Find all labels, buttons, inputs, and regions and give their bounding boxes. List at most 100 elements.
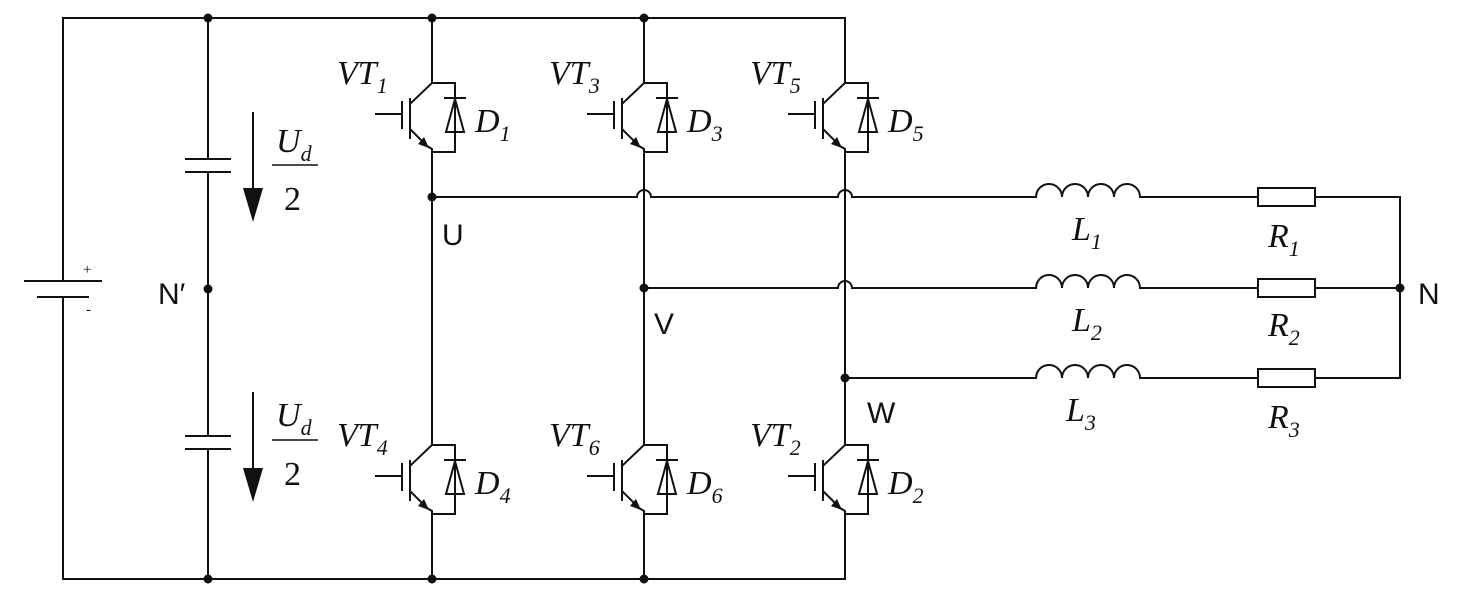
capacitor-voltage-label-lower: Ud 2 xyxy=(272,397,318,493)
diode-label: D xyxy=(474,103,500,140)
dc-bus-wiring xyxy=(62,17,846,580)
junction-dots xyxy=(203,13,1405,584)
voltage-u: U xyxy=(276,123,303,160)
inductor-name: L xyxy=(1071,211,1091,248)
junction-dot xyxy=(639,283,649,293)
phase-w-output-line: W xyxy=(844,377,1037,430)
switch-subscript: 3 xyxy=(588,73,600,98)
svg-text:L2: L2 xyxy=(1071,302,1102,345)
resistor-subscript: 3 xyxy=(1288,417,1300,442)
node-label-v: V xyxy=(654,308,674,341)
svg-text:D6: D6 xyxy=(686,465,723,508)
node-label-n: N xyxy=(1418,278,1440,311)
switch-label: VT xyxy=(750,55,792,92)
voltage-arrow-upper xyxy=(243,112,263,222)
svg-text:VT5: VT5 xyxy=(750,55,801,98)
switch-label: VT xyxy=(750,417,792,454)
voltage-arrow-lower xyxy=(243,392,263,502)
voltage-u: U xyxy=(276,397,303,434)
junction-dot xyxy=(203,574,213,584)
svg-text:D3: D3 xyxy=(686,103,723,146)
phase-v-output-line: V xyxy=(643,280,1037,341)
svg-text:R3: R3 xyxy=(1267,399,1300,442)
diode-label: D xyxy=(887,465,913,502)
node-label-u: U xyxy=(442,219,464,252)
switch-subscript: 6 xyxy=(589,435,600,460)
resistor-name: R xyxy=(1267,218,1289,255)
svg-text:L1: L1 xyxy=(1071,211,1102,254)
svg-text:D5: D5 xyxy=(887,103,924,146)
svg-text:VT1: VT1 xyxy=(337,55,388,98)
svg-text:Ud: Ud xyxy=(276,397,313,440)
inductor-subscript: 1 xyxy=(1091,229,1102,254)
diode-label: D xyxy=(887,103,913,140)
phase-u-output-line: U xyxy=(431,189,1037,252)
inductor-l3: L3 xyxy=(1034,364,1259,435)
diode-subscript: 2 xyxy=(913,483,924,508)
switch-subscript: 4 xyxy=(377,435,388,460)
resistor-subscript: 2 xyxy=(1289,325,1300,350)
junction-dot xyxy=(840,373,850,383)
junction-dot xyxy=(639,574,649,584)
resistor-name: R xyxy=(1267,399,1289,436)
resistor-r2: R2 xyxy=(1257,278,1401,350)
svg-text:Ud: Ud xyxy=(276,123,313,166)
svg-text:D2: D2 xyxy=(887,465,924,508)
switch-subscript: 1 xyxy=(377,73,388,98)
svg-text:R2: R2 xyxy=(1267,307,1300,350)
voltage-denominator: 2 xyxy=(284,181,301,218)
svg-text:D4: D4 xyxy=(474,465,511,508)
battery-minus-sign: - xyxy=(86,302,91,318)
voltage-u-subscript: d xyxy=(301,415,313,440)
battery-plus-sign: + xyxy=(83,262,91,278)
voltage-denominator: 2 xyxy=(284,456,301,493)
capacitor-voltage-label-upper: Ud 2 xyxy=(272,123,318,218)
resistor-r1: R1 xyxy=(1257,187,1401,261)
diode-label: D xyxy=(686,465,712,502)
neutral-point-n: N xyxy=(1399,196,1440,379)
junction-dot xyxy=(427,13,437,23)
junction-dot xyxy=(203,284,213,294)
inductor-subscript: 3 xyxy=(1084,410,1096,435)
resistor-subscript: 1 xyxy=(1289,236,1300,261)
switch-subscript: 2 xyxy=(790,435,801,460)
inductor-subscript: 2 xyxy=(1091,320,1102,345)
capacitor-branch: N′ xyxy=(158,17,231,580)
junction-dot xyxy=(1395,283,1405,293)
diode-subscript: 4 xyxy=(500,483,511,508)
diode-subscript: 5 xyxy=(913,121,924,146)
inductor-l1: L1 xyxy=(1034,183,1259,254)
svg-text:VT6: VT6 xyxy=(549,417,600,460)
inductor-name: L xyxy=(1065,392,1085,429)
switch-label: VT xyxy=(549,417,591,454)
junction-dot xyxy=(427,574,437,584)
svg-text:VT2: VT2 xyxy=(750,417,801,460)
junction-dot xyxy=(203,13,213,23)
resistor-name: R xyxy=(1267,307,1289,344)
svg-text:VT3: VT3 xyxy=(549,55,600,98)
junction-dot xyxy=(639,13,649,23)
svg-text:D1: D1 xyxy=(474,103,511,146)
switch-label: VT xyxy=(337,55,379,92)
switch-label: VT xyxy=(337,417,379,454)
inductor-name: L xyxy=(1071,302,1091,339)
switch-label: VT xyxy=(549,55,591,92)
junction-dot xyxy=(427,192,437,202)
node-label-n-prime: N′ xyxy=(158,278,186,311)
switch-subscript: 5 xyxy=(790,73,801,98)
node-label-w: W xyxy=(867,397,896,430)
diode-subscript: 1 xyxy=(500,121,511,146)
svg-text:R1: R1 xyxy=(1267,218,1300,261)
diode-subscript: 3 xyxy=(711,121,723,146)
svg-text:VT4: VT4 xyxy=(337,417,388,460)
dc-source-battery: + - xyxy=(24,262,102,318)
diode-subscript: 6 xyxy=(712,483,723,508)
